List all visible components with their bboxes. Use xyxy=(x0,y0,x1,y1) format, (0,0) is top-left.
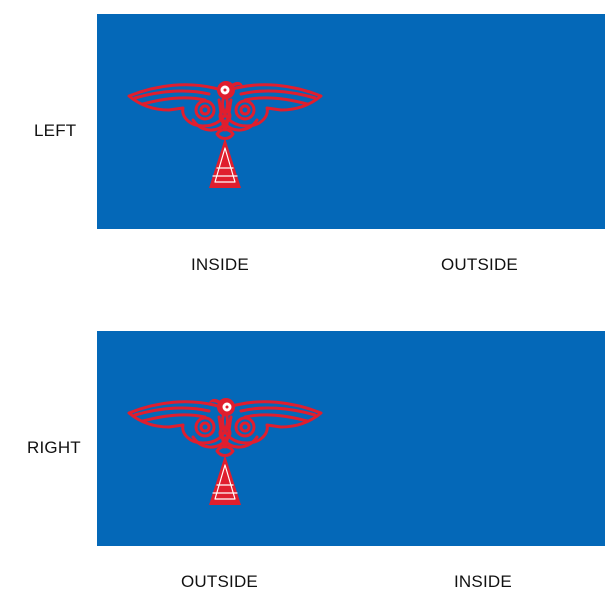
flag-panel-left xyxy=(97,14,605,229)
face-label-outside: OUTSIDE xyxy=(441,255,518,275)
face-label-inside: INSIDE xyxy=(454,572,512,589)
face-label-outside: OUTSIDE xyxy=(181,572,258,589)
flag-left-svg xyxy=(97,14,605,229)
flag-background xyxy=(97,331,605,546)
side-label-left: LEFT xyxy=(34,121,76,141)
flag-panel-right xyxy=(97,331,605,546)
face-label-inside: INSIDE xyxy=(191,255,249,275)
side-label-right: RIGHT xyxy=(27,438,81,458)
flag-right-svg xyxy=(97,331,605,546)
flag-background xyxy=(97,14,605,229)
